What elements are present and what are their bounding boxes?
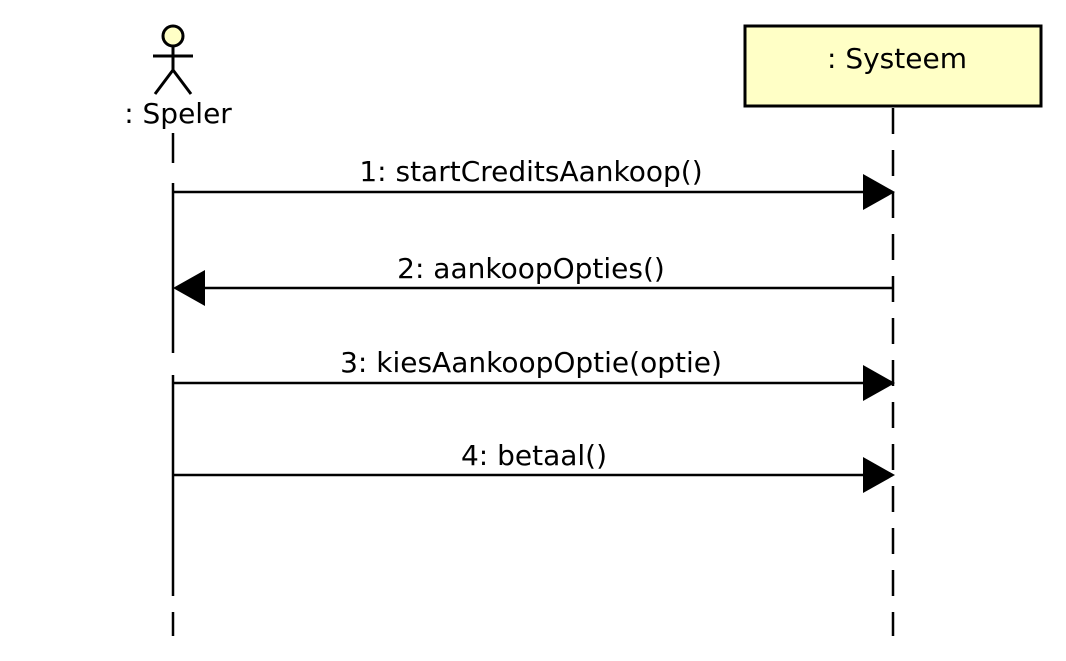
message-4-label: 4: betaal() (461, 439, 607, 472)
actor-figure-icon (153, 24, 193, 95)
actor-head (161, 24, 185, 48)
actor-leg-right (171, 69, 193, 95)
message-2-label: 2: aankoopOpties() (397, 252, 665, 285)
system-label: : Systeem (827, 42, 967, 75)
message-3-label: 3: kiesAankoopOptie(optie) (340, 346, 722, 379)
system-box (743, 24, 1043, 108)
message-3-arrowhead-icon (863, 365, 895, 401)
message-1-arrowhead-icon (863, 174, 895, 210)
message-4-arrowhead-icon (863, 457, 895, 493)
actor-speler: : Speler (124, 24, 232, 130)
system-object: : Systeem (743, 24, 1043, 108)
actor-label: : Speler (124, 97, 232, 130)
message-2: 2: aankoopOpties() (173, 252, 893, 306)
message-4: 4: betaal() (173, 439, 895, 493)
message-1: 1: startCreditsAankoop() (173, 155, 895, 210)
message-3: 3: kiesAankoopOptie(optie) (173, 346, 895, 401)
message-1-label: 1: startCreditsAankoop() (359, 155, 702, 188)
message-2-arrowhead-icon (173, 270, 205, 306)
actor-leg-left (153, 69, 175, 95)
